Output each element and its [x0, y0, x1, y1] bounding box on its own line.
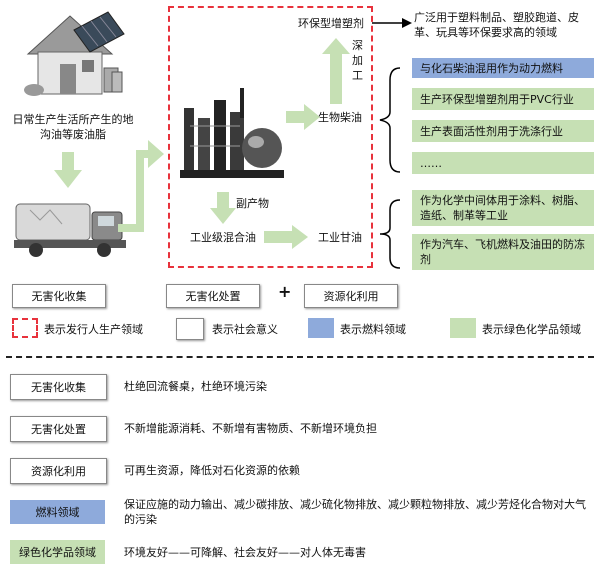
legend-blue-swatch	[308, 318, 334, 338]
legend-red-dashed-label: 表示发行人生产领域	[44, 323, 143, 336]
explain-desc-collection: 杜绝回流餐桌，杜绝环境污染	[124, 380, 267, 393]
explain-tag-treatment: 无害化处置	[10, 416, 107, 442]
arrow-mix-to-glycerol	[264, 225, 308, 249]
factory-icon	[180, 88, 284, 178]
explain-desc-resource: 可再生资源，降低对石化资源的依赖	[124, 464, 300, 477]
production-area-frame	[168, 6, 373, 268]
explain-tag-green-chem: 绿色化学品领域	[10, 540, 105, 564]
stage-harmless-treatment: 无害化处置	[166, 284, 260, 308]
explain-desc-treatment: 不新增能源消耗、不新增有害物质、不新增环境负担	[124, 422, 377, 435]
arrow-down-source	[54, 152, 82, 188]
biodiesel-use-1: 与化石柴油混用作为动力燃料	[412, 58, 594, 78]
plasticizer-use-text: 广泛用于塑料制品、塑胶跑道、皮革、玩具等环保要求高的领域	[414, 11, 579, 39]
explain-tag-fuel: 燃料领域	[10, 500, 105, 524]
house-icon	[24, 11, 125, 96]
biodiesel-use-4: ……	[412, 152, 594, 174]
biodiesel-use-2: 生产环保型增塑剂用于PVC行业	[412, 88, 594, 110]
stage-resource-utilization: 资源化利用	[304, 284, 398, 308]
arrow-plasticizer-use	[372, 18, 412, 28]
byproduct-label: 副产物	[236, 197, 269, 210]
eco-plasticizer-label: 环保型增塑剂	[298, 17, 364, 30]
explain-desc-green-chem: 环境友好——可降解、社会友好——对人体无毒害	[124, 546, 366, 559]
arrow-truck-to-factory	[118, 140, 164, 232]
brace-glycerol	[379, 199, 401, 269]
brace-biodiesel	[379, 67, 401, 173]
arrow-byproduct-down	[210, 192, 236, 224]
dashed-divider	[6, 356, 594, 358]
explain-tag-collection: 无害化收集	[10, 374, 107, 400]
plus-sign: +	[278, 282, 292, 301]
deep-processing-label: 深加工	[352, 39, 363, 82]
biodiesel-label: 生物柴油	[318, 111, 362, 124]
explain-desc-fuel: 保证应施的动力输出、减少碳排放、减少硫化物排放、减少颗粒物排放、减少芳烃化合物对…	[124, 498, 586, 526]
stage-harmless-collection: 无害化收集	[12, 284, 106, 308]
legend-green-label: 表示绿色化学品领域	[482, 323, 581, 336]
legend-white-swatch	[176, 318, 204, 340]
source-label: 日常生产生活所产生的地沟油等废油脂	[12, 113, 134, 141]
industrial-mix-label: 工业级混合油	[190, 231, 256, 244]
legend-blue-label: 表示燃料领域	[340, 323, 406, 336]
glycerol-use-2: 作为汽车、飞机燃料及油田的防冻剂	[412, 234, 594, 270]
explain-tag-resource: 资源化利用	[10, 458, 107, 484]
biodiesel-use-3: 生产表面活性剂用于洗涤行业	[412, 120, 594, 142]
legend-white-label: 表示社会意义	[212, 323, 278, 336]
arrow-factory-to-biodiesel	[286, 104, 320, 130]
industrial-glycerol-label: 工业甘油	[318, 231, 362, 244]
glycerol-use-1: 作为化学中间体用于涂料、树脂、造纸、制革等工业	[412, 190, 594, 226]
arrow-biodiesel-up	[322, 38, 350, 104]
legend-green-swatch	[450, 318, 476, 338]
truck-icon	[14, 203, 126, 257]
legend-red-dashed-swatch	[12, 318, 38, 338]
